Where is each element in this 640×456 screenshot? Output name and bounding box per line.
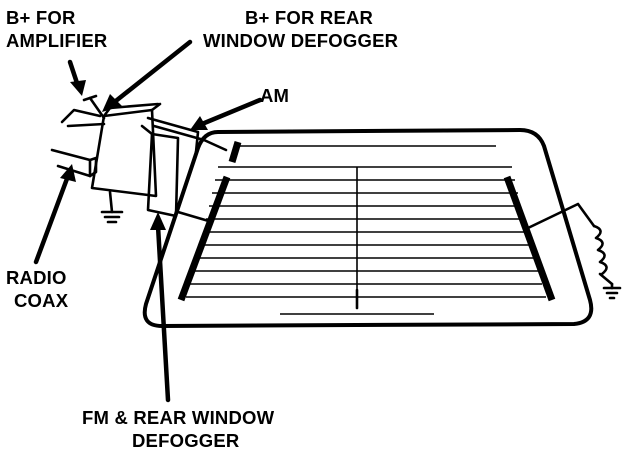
- label-b-plus-defogger: B+ FOR REAR WINDOW DEFOGGER: [203, 7, 398, 51]
- ground-symbol-icon: [602, 282, 622, 300]
- label-radio-coax: RADIO COAX: [6, 267, 72, 311]
- label-am: AM: [260, 85, 289, 106]
- coil-icon: [526, 202, 614, 286]
- rear-window-frame: [142, 128, 594, 328]
- amplifier-module: [50, 94, 162, 224]
- filter-module: [140, 116, 228, 224]
- left-bus-bar: [177, 175, 231, 302]
- defogger-grid: [186, 145, 546, 315]
- arrow-icon: [33, 39, 263, 403]
- am-antenna-stub: [228, 140, 242, 164]
- right-bus-bar: [503, 175, 556, 302]
- label-b-plus-amplifier: B+ FOR AMPLIFIER: [6, 7, 108, 51]
- label-fm-defogger: FM & REAR WINDOW DEFOGGER: [82, 407, 280, 451]
